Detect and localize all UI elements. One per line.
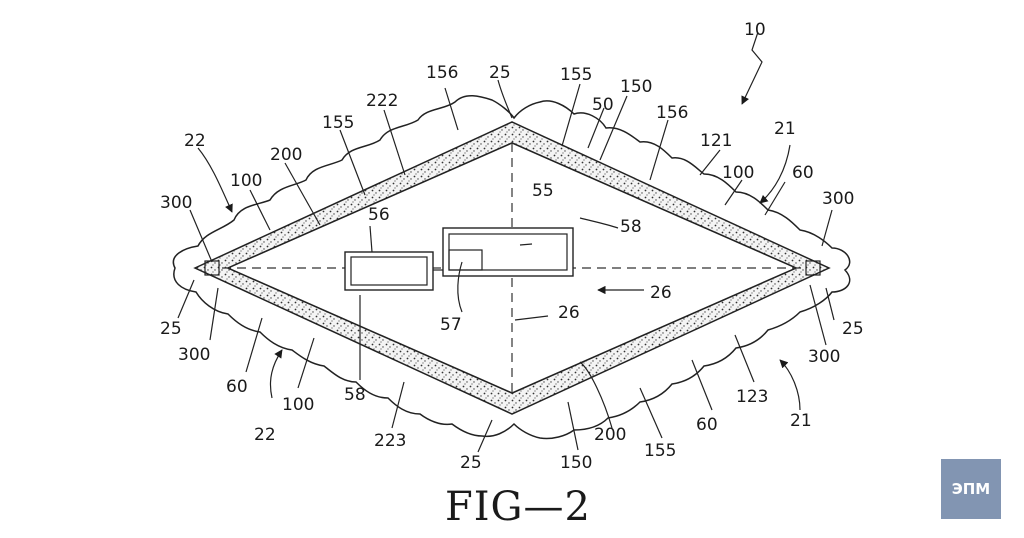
- label-300-bottom-left: 300: [178, 345, 210, 365]
- label-300-top-left: 300: [160, 193, 192, 213]
- component-57: [448, 249, 483, 271]
- label-50: 50: [592, 95, 614, 115]
- label-60-bottom-left: 60: [226, 377, 248, 397]
- label-21-top: 21: [774, 119, 796, 139]
- label-156-right: 156: [656, 103, 688, 123]
- label-200-bottom: 200: [594, 425, 626, 445]
- label-123: 123: [736, 387, 768, 407]
- label-100-bottom: 100: [282, 395, 314, 415]
- label-57: 57: [440, 315, 462, 335]
- label-222: 222: [366, 91, 398, 111]
- label-155-top: 155: [560, 65, 592, 85]
- label-25-left: 25: [160, 319, 182, 339]
- label-300-bottom-right: 300: [808, 347, 840, 367]
- label-60-bottom-right: 60: [696, 415, 718, 435]
- label-156-top-left: 156: [426, 63, 458, 83]
- label-300-top-right: 300: [822, 189, 854, 209]
- label-25-top: 25: [489, 63, 511, 83]
- label-10: 10: [744, 20, 766, 40]
- right-corner-square: [805, 260, 821, 276]
- label-155-left: 155: [322, 113, 354, 133]
- label-155-bottom: 155: [644, 441, 676, 461]
- figure-caption: FIG—2: [445, 484, 591, 530]
- label-100-top-left: 100: [230, 171, 262, 191]
- label-56: 56: [368, 205, 390, 225]
- label-121: 121: [700, 131, 732, 151]
- label-21-bottom: 21: [790, 411, 812, 431]
- component-55-outer: [442, 227, 574, 277]
- label-58-bottom: 58: [344, 385, 366, 405]
- label-26-vertical: 26: [558, 303, 580, 323]
- outer-wavy-envelope: [172, 95, 851, 440]
- label-200-top: 200: [270, 145, 302, 165]
- component-56-inner: [350, 256, 428, 286]
- label-60-top: 60: [792, 163, 814, 183]
- label-26-horizontal: 26: [650, 283, 672, 303]
- label-55: 55: [532, 181, 554, 201]
- label-22-bottom: 22: [254, 425, 276, 445]
- label-25-bottom: 25: [460, 453, 482, 473]
- publisher-logo: ЭПМ: [941, 459, 1001, 519]
- label-25-right: 25: [842, 319, 864, 339]
- label-223: 223: [374, 431, 406, 451]
- label-58-right: 58: [620, 217, 642, 237]
- label-150-top: 150: [620, 77, 652, 97]
- logo-text: ЭПМ: [951, 480, 991, 498]
- component-56-outer: [344, 251, 434, 291]
- label-150-bottom: 150: [560, 453, 592, 473]
- label-100-top-right: 100: [722, 163, 754, 183]
- label-22-top: 22: [184, 131, 206, 151]
- leader-lines: [177, 31, 835, 453]
